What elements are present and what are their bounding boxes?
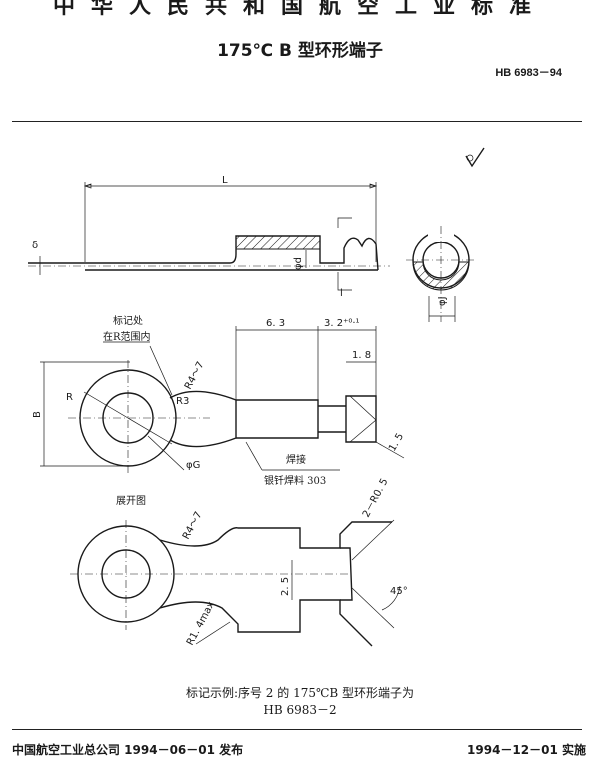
dim-2-5: 2. 5 <box>280 577 291 596</box>
dim-L: L <box>222 175 228 186</box>
marking-example-line-2: HB 6983－2 <box>263 703 337 717</box>
expanded-view: 展开图 R4～7 2－R0. 5 2. 5 45° R1. 4max <box>70 477 408 647</box>
dim-1-5: 1. 5 <box>387 431 406 453</box>
marking-example-line-1: 标记示例:序号 2 的 175℃B 型环形端子为 <box>185 686 415 700</box>
end-view: φJ <box>406 226 476 322</box>
dim-R1-4: R1. 4max <box>185 600 217 647</box>
dim-3-2: 3. 2⁺⁰·¹ <box>324 318 360 329</box>
issue-date: 中国航空工业总公司 1994－06－01 发布 <box>12 743 244 757</box>
top-rule <box>12 121 582 122</box>
dim-1-8: 1. 8 <box>352 350 371 361</box>
document-code: HB 6983－94 <box>495 67 562 79</box>
expanded-view-label: 展开图 <box>116 495 146 507</box>
top-view: 标记处 在R范围内 6. 3 3. 2⁺⁰·¹ 1. 8 R R3 R4～7 B <box>32 315 406 487</box>
dim-B: B <box>32 411 43 418</box>
roughness-symbol <box>465 147 485 168</box>
dim-phi-d: φd <box>293 257 304 270</box>
side-view: L δ φd l <box>28 175 390 299</box>
dim-2-R0-5: 2－R0. 5 <box>361 477 391 520</box>
angle-45: 45° <box>390 586 408 597</box>
dim-R4-7-expanded: R4～7 <box>181 510 205 541</box>
dim-R3: R3 <box>176 396 189 407</box>
dim-phi-G: φG <box>186 460 200 471</box>
mark-position-label: 标记处 <box>113 315 143 327</box>
bottom-rule <box>12 729 582 730</box>
dim-6-3: 6. 3 <box>266 318 285 329</box>
dim-delta: δ <box>32 240 38 251</box>
dim-R: R <box>66 392 73 403</box>
dim-phi-j: φJ <box>437 296 448 306</box>
mark-position-label-2: 在R范围内 <box>103 330 151 343</box>
dim-l: l <box>340 288 343 299</box>
weld-label: 焊接 <box>286 453 306 466</box>
marking-example: 标记示例:序号 2 的 175℃B 型环形端子为 HB 6983－2 <box>0 685 600 719</box>
roughness-circle <box>466 154 474 162</box>
solder-label: 银钎焊料 303 <box>264 474 326 487</box>
effective-date: 1994－12－01 实施 <box>467 743 586 757</box>
document-title: 175℃ B 型环形端子 <box>217 41 383 61</box>
dim-R4-7: R4～7 <box>183 360 207 391</box>
standard-title: 中华人民共和国航空工业标准 <box>52 0 547 19</box>
